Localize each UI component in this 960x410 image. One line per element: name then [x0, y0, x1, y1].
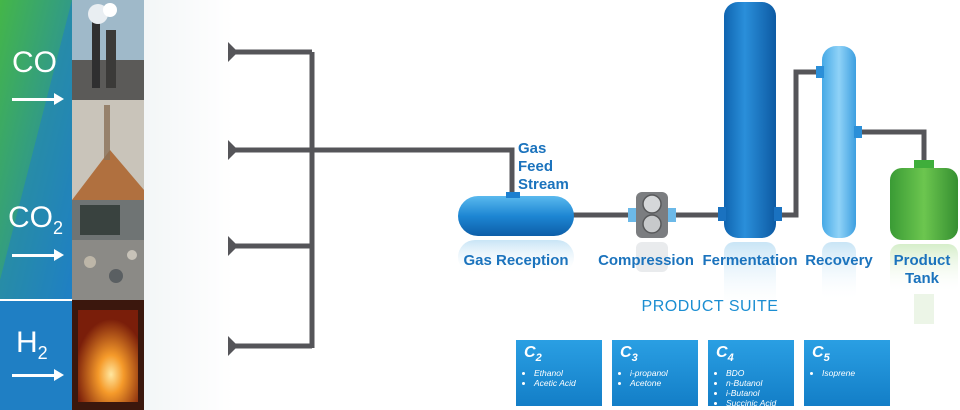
gas-band	[0, 0, 72, 410]
gas-reception-reflection	[458, 240, 574, 274]
pipe-fermentation-recovery	[776, 69, 822, 218]
recovery-label: Recovery	[805, 252, 873, 269]
card-title-c2: C2	[524, 344, 542, 365]
product-tank-label: Product Tank	[893, 252, 951, 287]
gas-label-h2: H2	[16, 326, 48, 363]
product-item: i-Butanol	[726, 388, 786, 398]
feed-photo-biomass	[72, 100, 144, 200]
product-item: Ethanol	[534, 368, 594, 378]
card-title-c4: C4	[716, 344, 734, 365]
pipe-recovery-tank	[856, 129, 927, 166]
feed-photo-furnace	[72, 300, 144, 410]
gas-feed-stream-label: Gas Feed Stream	[518, 140, 569, 193]
gas-label-co: CO	[12, 46, 57, 79]
inlet-flares	[228, 42, 238, 356]
feed-photo-steel-mill	[72, 0, 144, 100]
product-item: n-Butanol	[726, 378, 786, 388]
h2-band	[0, 300, 72, 410]
product-item: Acetic Acid	[534, 378, 594, 388]
gas-label-co2: CO2	[8, 201, 64, 238]
gas-arrow-co	[12, 93, 64, 105]
gas-feed-pipe	[312, 147, 515, 196]
gas-band-diagonal	[0, 0, 72, 300]
recovery-column	[816, 46, 862, 302]
gas-reception-label: Gas Reception	[463, 252, 569, 269]
product-item: i-propanol	[630, 368, 690, 378]
feed-photo-landfill	[72, 200, 144, 300]
product-item: Acetone	[630, 378, 690, 388]
photo-fade-gradient	[144, 0, 234, 410]
compressor	[628, 192, 676, 272]
product-card-c4: C4 BDO n-Butanol i-Butanol Succinic Acid	[708, 340, 794, 408]
process-pipes	[572, 69, 927, 218]
gas-arrow-co2	[12, 249, 64, 261]
card-title-c3: C3	[620, 344, 638, 365]
gas-reception-vessel	[458, 192, 574, 274]
fermentation-label: Fermentation	[702, 252, 798, 269]
product-item: Succinic Acid	[726, 398, 786, 408]
card-title-c5: C5	[812, 344, 830, 365]
product-item: Isoprene	[822, 368, 882, 378]
collection-pipes	[234, 49, 515, 349]
fermentation-column	[718, 2, 782, 312]
product-item: BDO	[726, 368, 786, 378]
product-card-c2: C2 Ethanol Acetic Acid	[516, 340, 602, 406]
gas-arrow-h2	[12, 369, 64, 381]
product-card-c3: C3 i-propanol Acetone	[612, 340, 698, 406]
product-suite-title: PRODUCT SUITE	[641, 298, 779, 315]
product-tank	[890, 160, 958, 324]
product-card-c5: C5 Isoprene	[804, 340, 890, 406]
compression-label: Compression	[598, 252, 694, 269]
